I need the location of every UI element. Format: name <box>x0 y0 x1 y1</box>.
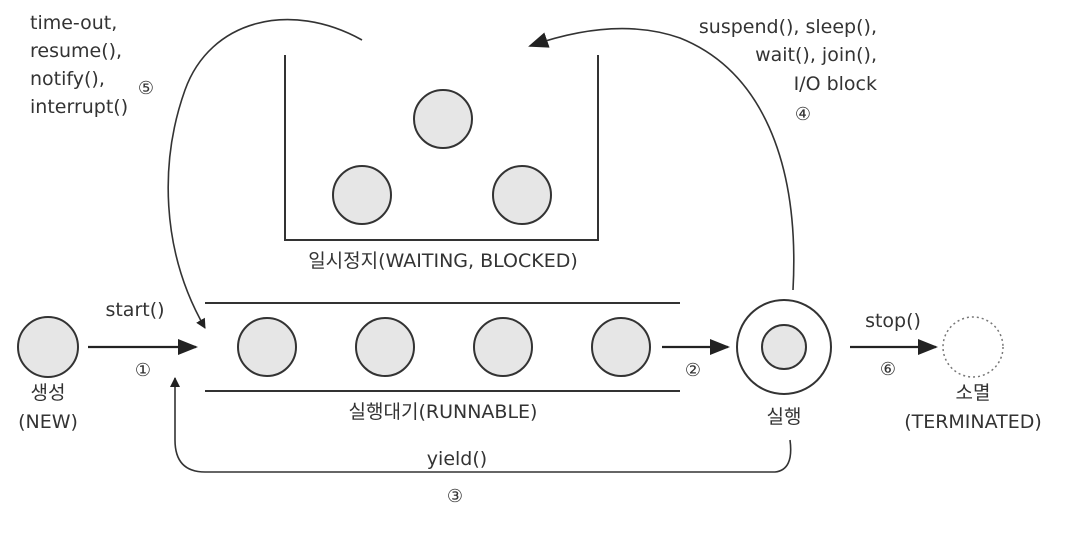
new-state-sublabel: (NEW) <box>18 411 78 433</box>
yield-label: yield() <box>427 448 487 470</box>
waiting-state-label: 일시정지(WAITING, BLOCKED) <box>308 250 578 272</box>
stop-label: stop() <box>865 310 921 332</box>
block-label-line-1: suspend(), sleep(), <box>699 16 877 38</box>
terminated-state-label: 소멸 <box>956 382 991 404</box>
transition-block: suspend(), sleep(), wait(), join(), I/O … <box>528 16 877 291</box>
stop-number: ⑥ <box>880 359 896 380</box>
running-thread <box>761 324 807 370</box>
transition-dispatch: ② <box>662 339 730 381</box>
runnable-state: 실행대기(RUNNABLE) <box>205 302 680 423</box>
waiting-thread-2 <box>332 165 392 225</box>
waiting-thread-1 <box>413 89 473 149</box>
block-number: ④ <box>795 104 811 125</box>
runnable-state-label: 실행대기(RUNNABLE) <box>349 401 538 423</box>
block-label-line-2: wait(), join(), <box>755 44 877 66</box>
waiting-state: 일시정지(WAITING, BLOCKED) <box>284 55 599 272</box>
resume-number: ⑤ <box>138 78 154 99</box>
transition-resume: time-out, resume(), notify(), interrupt(… <box>30 12 363 329</box>
start-label: start() <box>105 299 164 321</box>
terminated-state: 소멸 (TERMINATED) <box>904 316 1042 433</box>
terminated-state-sublabel: (TERMINATED) <box>904 411 1042 433</box>
runnable-thread-2 <box>355 317 415 377</box>
terminated-thread <box>942 316 1004 378</box>
transition-yield: yield() ③ <box>170 377 792 507</box>
block-label-line-3: I/O block <box>794 73 877 95</box>
runnable-thread-1 <box>237 317 297 377</box>
dispatch-number: ② <box>685 360 701 381</box>
running-state: 실행 <box>736 299 832 428</box>
resume-arrow <box>167 18 363 329</box>
start-number: ① <box>135 360 151 381</box>
new-thread <box>17 316 79 378</box>
runnable-thread-4 <box>591 317 651 377</box>
yield-number: ③ <box>447 486 463 507</box>
resume-label-line-2: resume(), <box>30 40 122 62</box>
runnable-thread-3 <box>473 317 533 377</box>
resume-label-line-1: time-out, <box>30 12 117 34</box>
resume-label-line-3: notify(), <box>30 68 105 90</box>
new-state-label: 생성 <box>31 382 66 404</box>
waiting-container <box>284 55 599 241</box>
yield-arrow <box>170 377 792 473</box>
waiting-thread-3 <box>492 165 552 225</box>
block-arrow <box>528 27 795 291</box>
resume-label-line-4: interrupt() <box>30 96 128 118</box>
running-state-label: 실행 <box>767 406 802 428</box>
new-state: 생성 (NEW) <box>17 316 79 433</box>
transition-start: start() ① <box>88 299 198 381</box>
transition-stop: stop() ⑥ <box>850 310 938 380</box>
